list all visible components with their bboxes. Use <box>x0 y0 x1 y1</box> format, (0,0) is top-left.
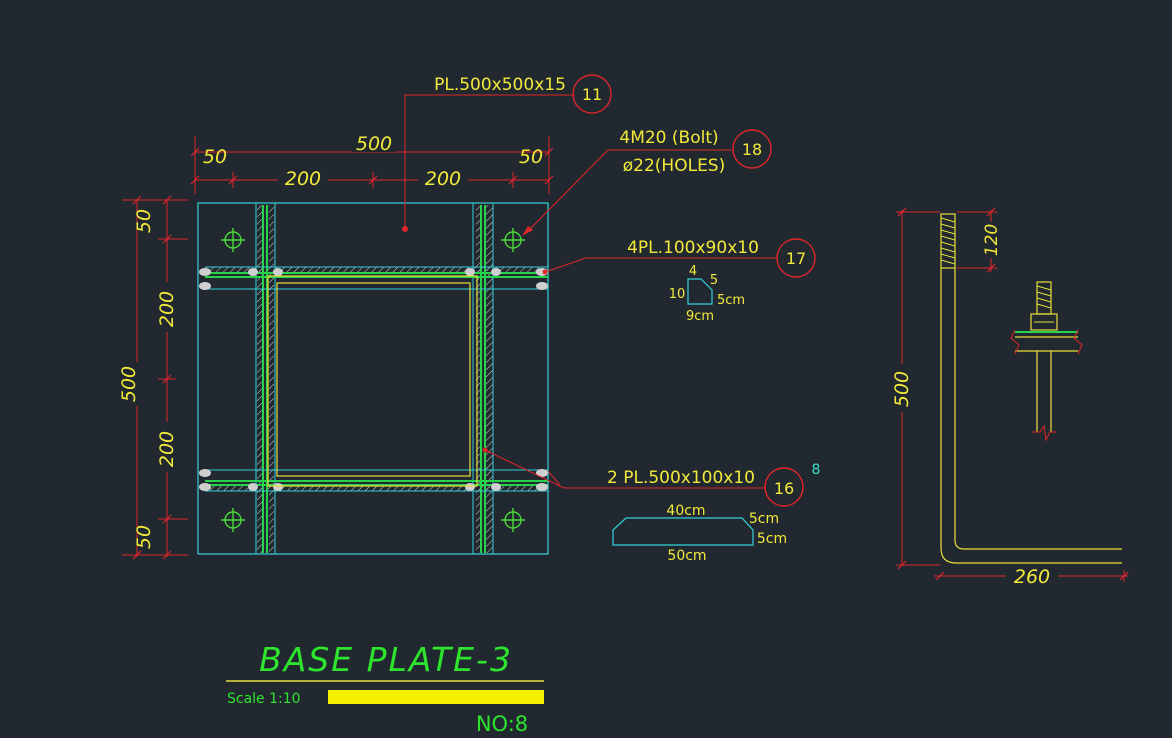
stiffener-dim-left: 10 <box>669 287 686 302</box>
dim-left-top-edge: 50 <box>133 209 155 233</box>
stiffener-note: 4PL.100x90x10 <box>627 238 759 258</box>
dim-top-overall: 500 <box>356 133 392 155</box>
side-plate-dim-top: 40cm <box>666 503 705 519</box>
stiffener-hatch-right-b <box>486 205 493 553</box>
stiffener-hatch-top <box>205 267 542 273</box>
stiffener-dim-top: 4 <box>689 264 697 279</box>
title-block <box>226 680 544 704</box>
stiffener-hatch-left-b <box>269 205 274 553</box>
stiffener-hatch-bottom <box>205 485 542 491</box>
side-plate-ref: 16 <box>774 479 794 498</box>
callout-plate <box>402 74 612 232</box>
bolt-note-line2: ø22(HOLES) <box>623 156 725 176</box>
dim-top-mid-left: 200 <box>285 168 321 190</box>
plate-outline <box>197 202 549 555</box>
anchor-bolt-elevation <box>888 207 1129 586</box>
callout-side-plate <box>482 447 804 507</box>
bolt-hook-dim: 260 <box>1014 566 1050 588</box>
column-outer <box>267 275 478 487</box>
stiffener-ref: 17 <box>786 249 806 268</box>
stiffener-hatch-right-a <box>476 205 481 553</box>
plate-ref: 11 <box>582 85 602 104</box>
stiffener-dim-top-right: 5 <box>710 273 718 288</box>
stiffener-dim-right: 5cm <box>717 293 745 308</box>
plate-note: PL.500x500x15 <box>434 75 566 95</box>
dim-top-right-edge: 50 <box>519 146 543 168</box>
side-plate-dim-bottom: 50cm <box>667 548 706 564</box>
stiffener-hatch-left-a <box>257 205 264 553</box>
bolt-hole-bl-icon <box>221 508 245 532</box>
side-plate-note: 2 PL.500x100x10 <box>607 468 755 488</box>
bolt-hole-tl-icon <box>221 228 245 252</box>
stiffener-dim-bottom: 9cm <box>686 309 714 324</box>
dim-left-mid-bottom: 200 <box>156 431 178 467</box>
side-plate-sketch <box>612 517 754 546</box>
dim-left-bottom-edge: 50 <box>133 525 155 549</box>
dim-left-overall: 500 <box>118 366 140 402</box>
base-plate-plan: 500 50 50 200 200 500 50 200 200 <box>118 132 554 560</box>
bolt-note-line1: 4M20 (Bolt) <box>619 128 718 148</box>
bolt-height-dim: 500 <box>891 371 913 407</box>
bolt-thread-dim: 120 <box>982 224 1002 256</box>
left-dimensions <box>118 195 188 560</box>
sheet-number: NO:8 <box>476 712 528 736</box>
top-dimensions <box>190 132 554 194</box>
callout-stiffener <box>542 238 816 278</box>
side-plate-dim-right-top: 5cm <box>749 511 779 527</box>
drawing-title: BASE PLATE-3 <box>259 640 513 679</box>
bolt-hole-br-icon <box>501 508 525 532</box>
dim-top-mid-right: 200 <box>425 168 461 190</box>
stiffener-sketch <box>687 278 713 305</box>
column-inner <box>276 282 471 477</box>
dim-top-left-edge: 50 <box>203 146 227 168</box>
callout-bolt <box>522 129 772 236</box>
bolt-hole-tr-icon <box>501 228 525 252</box>
bolt-ref: 18 <box>742 140 762 159</box>
anchor-bolt-nut-detail <box>1010 281 1083 442</box>
side-plate-extra: 8 <box>812 462 821 478</box>
scale-label: Scale 1:10 <box>227 691 301 707</box>
side-plate-dim-right-bottom: 5cm <box>757 531 787 547</box>
dim-left-mid-top: 200 <box>156 291 178 327</box>
